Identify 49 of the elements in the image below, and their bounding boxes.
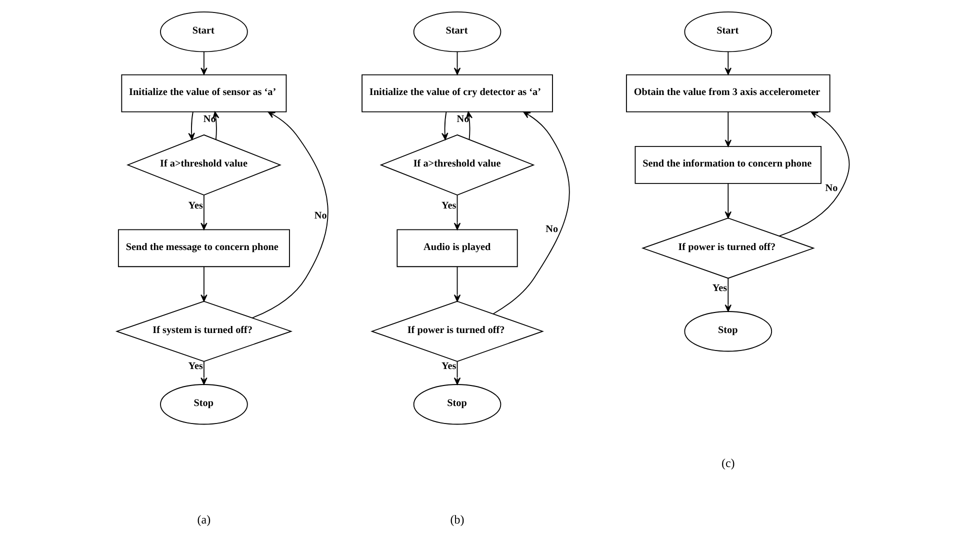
- arrow: [188, 111, 195, 140]
- node-diamond: If power is turned off?: [641, 218, 815, 279]
- edge-label: Yes: [188, 361, 203, 372]
- arrow: [200, 266, 208, 302]
- node-ellipse: Stop: [413, 384, 502, 425]
- label: (a): [197, 512, 211, 527]
- arrow: [466, 111, 473, 140]
- node-ellipse: Start: [160, 11, 248, 52]
- node-ellipse: Start: [684, 11, 772, 52]
- node-diamond: If power is turned off?: [370, 300, 544, 362]
- node-box: Send the information to concern phone: [634, 146, 822, 184]
- node-ellipse: Start: [413, 11, 502, 52]
- arrow: [252, 111, 328, 318]
- arrow: [724, 111, 732, 147]
- node-diamond: If a>threshold value: [380, 134, 535, 196]
- arrow: [454, 194, 461, 230]
- edge-label: Yes: [188, 200, 203, 212]
- arrow: [492, 111, 570, 314]
- node-ellipse: Stop: [160, 384, 248, 425]
- label: (c): [721, 456, 735, 470]
- label: (b): [450, 512, 464, 527]
- edge-label: Yes: [442, 361, 456, 372]
- edge-label: No: [203, 114, 216, 125]
- node-box: Initialize the value of sensor as ‘a’: [121, 74, 287, 112]
- edge-label: No: [314, 210, 327, 222]
- arrow: [200, 51, 208, 75]
- arrow: [212, 111, 220, 140]
- node-box: Initialize the value of cry detector as ‘a’: [362, 74, 553, 112]
- edge-label: No: [456, 114, 470, 125]
- arrow: [454, 266, 461, 302]
- arrow: [454, 51, 461, 75]
- edge-label: Yes: [712, 283, 728, 294]
- arrow: [724, 51, 732, 75]
- arrow: [454, 361, 461, 385]
- arrow: [778, 111, 850, 237]
- arrow: [724, 183, 732, 219]
- node-box: Obtain the value from 3 axis accelerometer: [626, 74, 830, 112]
- node-box: Send the message to concern phone: [118, 229, 290, 268]
- node-box: Audio is played: [396, 229, 518, 268]
- node-diamond: If a>threshold value: [126, 134, 282, 196]
- edge-label: Yes: [442, 200, 456, 212]
- edge-label: No: [825, 183, 838, 194]
- arrow: [442, 111, 448, 140]
- node-ellipse: Stop: [684, 311, 772, 352]
- arrow: [724, 278, 732, 312]
- node-diamond: If system is turned off?: [115, 300, 293, 362]
- arrow: [200, 194, 208, 230]
- edge-label: No: [546, 224, 558, 235]
- arrow: [200, 361, 208, 385]
